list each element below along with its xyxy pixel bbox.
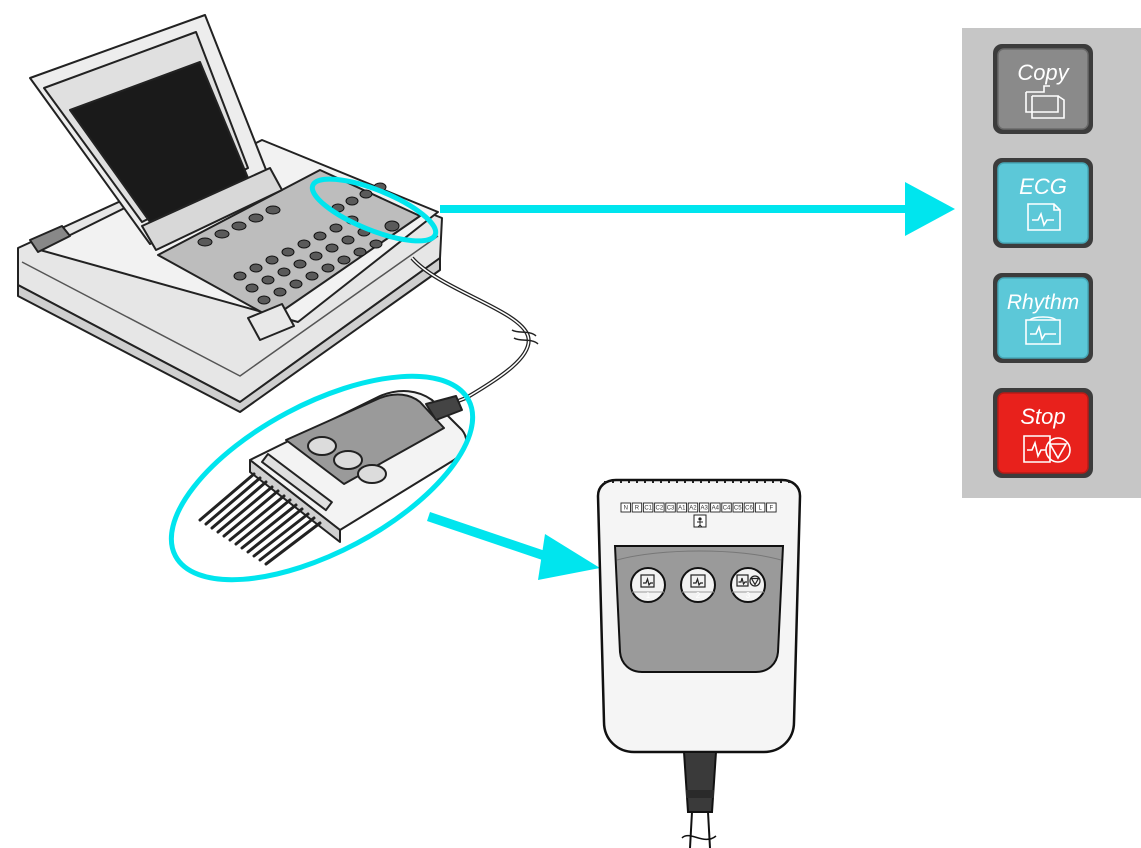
module-ecg-key-icon bbox=[640, 574, 655, 588]
stop-button[interactable]: Stop bbox=[993, 388, 1093, 478]
stop-icon bbox=[1023, 435, 1071, 463]
module-key-panel bbox=[613, 545, 785, 673]
module-cable bbox=[681, 751, 718, 848]
lead-label-text: C5 bbox=[734, 506, 742, 512]
lead-label: L bbox=[754, 502, 766, 513]
lead-label-text: A4 bbox=[712, 506, 720, 512]
lead-label: A1 bbox=[676, 502, 687, 513]
copy-button[interactable]: Copy bbox=[993, 44, 1093, 134]
lead-label: C1 bbox=[642, 502, 654, 513]
lead-label-text: F bbox=[770, 506, 774, 512]
lead-label-text: C2 bbox=[656, 506, 664, 512]
module-ecg-key[interactable]: 1 bbox=[630, 567, 666, 603]
lead-label-text: A1 bbox=[678, 506, 686, 512]
ecg-strip-icon bbox=[1027, 203, 1061, 231]
lead-label: C2 bbox=[654, 502, 665, 513]
lead-label-text: A2 bbox=[689, 506, 697, 512]
lead-label-text: A3 bbox=[700, 506, 708, 512]
copy-button-label: Copy bbox=[1017, 60, 1070, 85]
lead-label: C5 bbox=[732, 502, 743, 513]
lead-label: C3 bbox=[665, 502, 676, 513]
ecg-button[interactable]: ECG bbox=[993, 158, 1093, 248]
module-ecg-key-number: 1 bbox=[646, 591, 651, 600]
lead-wire-bundle bbox=[198, 472, 322, 566]
lead-label: A2 bbox=[687, 502, 699, 513]
lead-label: C4 bbox=[721, 502, 732, 513]
module-stop-key-icon bbox=[736, 574, 761, 587]
lead-label-text: C6 bbox=[745, 506, 753, 512]
module-stop-key[interactable]: 3 bbox=[730, 567, 766, 603]
lead-label-text: L bbox=[758, 506, 762, 512]
lead-label-text: R bbox=[635, 506, 640, 512]
lead-label-text: C3 bbox=[667, 506, 675, 512]
arrow-to-button-panel bbox=[440, 182, 955, 236]
stop-button-label: Stop bbox=[1020, 404, 1065, 429]
ecg-button-label: ECG bbox=[1019, 174, 1067, 199]
patient-icon bbox=[693, 514, 707, 528]
copy-icon bbox=[1025, 85, 1065, 119]
lead-label: F bbox=[766, 502, 777, 513]
module-rhythm-key-number: 2 bbox=[696, 591, 701, 600]
rhythm-strip-icon bbox=[1025, 316, 1061, 345]
arrow-to-remote-module bbox=[427, 512, 600, 580]
acquisition-module-highlight bbox=[168, 373, 476, 583]
acquisition-module-small bbox=[249, 390, 468, 543]
module-stop-key-number: 3 bbox=[746, 591, 751, 600]
ecg-cart-illustration bbox=[17, 14, 443, 413]
rhythm-button[interactable]: Rhythm bbox=[993, 273, 1093, 363]
patient-cable bbox=[410, 256, 531, 410]
lead-label: R bbox=[631, 502, 643, 513]
lead-label: N bbox=[620, 502, 631, 513]
module-rhythm-key-icon bbox=[690, 574, 706, 588]
cable-break-mark bbox=[511, 329, 539, 345]
lead-label-text: C4 bbox=[723, 506, 731, 512]
lead-label: C6 bbox=[743, 502, 755, 513]
lead-label-text: C1 bbox=[644, 506, 652, 512]
lead-label-text: N bbox=[624, 506, 628, 512]
lead-label: A4 bbox=[710, 502, 721, 513]
rhythm-button-label: Rhythm bbox=[1007, 291, 1079, 314]
lead-label: A3 bbox=[698, 502, 710, 513]
cart-controls-highlight bbox=[309, 176, 439, 244]
module-rhythm-key[interactable]: 2 bbox=[680, 567, 716, 603]
